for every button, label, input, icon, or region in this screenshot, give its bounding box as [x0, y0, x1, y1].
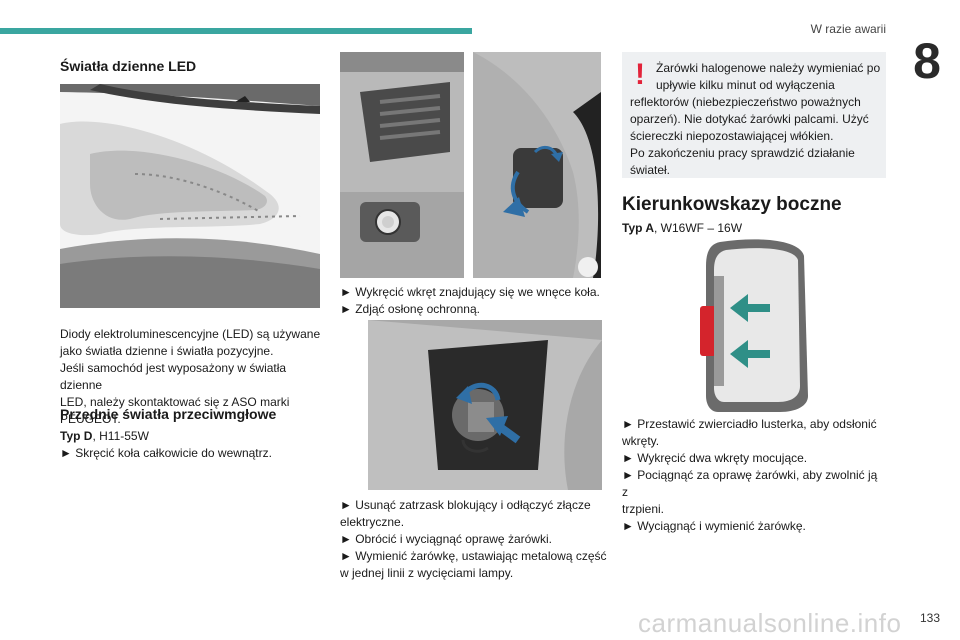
watermark: carmanualsonline.info [638, 608, 902, 638]
heading-fog-lights: Przednie światła przeciwmgłowe [60, 406, 277, 422]
warning-box: ! Żarówki halogenowe należy wymieniać po… [622, 52, 886, 178]
indicator-type-spec: Typ A, W16WF – 16W [622, 221, 743, 235]
heading-side-indicators: Kierunkowskazy boczne [622, 194, 842, 215]
fog-type-spec: Typ D, H11-55W ► Skręcić koła całkowicie… [60, 428, 330, 462]
bumper-foglamp-illustration [340, 52, 464, 278]
side-mirror-illustration [700, 236, 810, 412]
steps-indicator-bulb: ► Przestawić zwierciadło lusterka, aby o… [622, 417, 878, 533]
drl-description: Diody elektroluminescencyjne (LED) są uż… [60, 327, 321, 426]
steps-remove-cover: ► Wykręcić wkręt znajdujący się we wnęce… [340, 285, 600, 316]
heading-drl: Światła dzienne LED [60, 58, 197, 74]
warning-text-first: Żarówki halogenowe należy wymieniać po u… [656, 61, 881, 92]
foglamp-bulb-illustration [368, 320, 602, 490]
warning-text-rest: reflektorów (niebezpieczeństwo poważnych… [630, 95, 869, 177]
wheel-arch-cover-illustration [473, 52, 601, 278]
exclamation-icon: ! [635, 58, 645, 91]
page-number: 133 [919, 611, 940, 625]
drl-headlamp-illustration [60, 84, 320, 308]
section-title: W razie awarii [810, 22, 886, 36]
fog-step: ► Skręcić koła całkowicie do wewnątrz. [60, 446, 272, 460]
steps-replace-bulb: ► Usunąć zatrzask blokujący i odłączyć z… [340, 498, 607, 580]
header-accent-bar [0, 28, 472, 34]
chapter-number: 8 [913, 33, 941, 89]
